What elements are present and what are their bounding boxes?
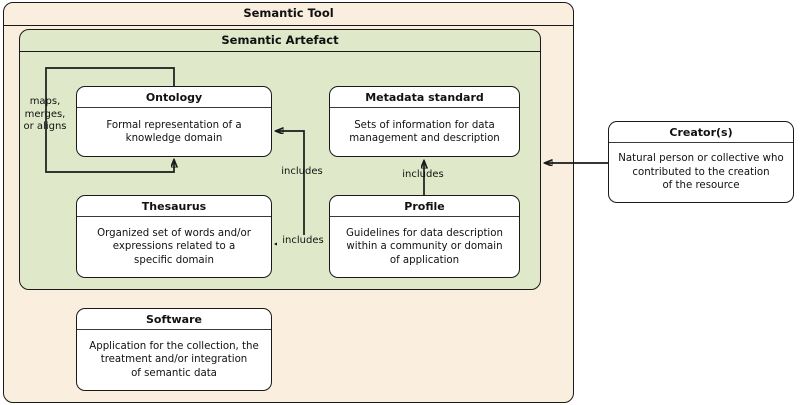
node-creator-title: Creator(s) <box>609 122 793 143</box>
node-software-title: Software <box>77 309 271 330</box>
edge-label-includes-metadata: includes <box>402 169 444 180</box>
container-semantic-artefact-title: Semantic Artefact <box>20 30 540 52</box>
node-ontology-title: Ontology <box>77 87 271 108</box>
container-semantic-tool-title: Semantic Tool <box>4 3 573 26</box>
node-creator-description: Natural person or collective who contrib… <box>618 153 784 192</box>
node-thesaurus[interactable]: Thesaurus Organized set of words and/or … <box>76 195 272 278</box>
edge-label-maps-merges-or-aligns: maps, merges, or aligns <box>23 96 67 132</box>
node-software[interactable]: Software Application for the collection,… <box>76 308 272 391</box>
node-profile[interactable]: Profile Guidelines for data description … <box>329 195 520 278</box>
node-metadata-standard[interactable]: Metadata standard Sets of information fo… <box>329 86 520 157</box>
node-creator[interactable]: Creator(s) Natural person or collective … <box>608 121 794 203</box>
node-thesaurus-title: Thesaurus <box>77 196 271 217</box>
edge-label-includes-ontology: includes <box>281 166 323 177</box>
edge-label-includes-thesaurus: includes <box>277 235 329 248</box>
node-metadata-standard-description: Sets of information for data management … <box>349 119 500 144</box>
node-profile-title: Profile <box>330 196 519 217</box>
node-ontology-description: Formal representation of a knowledge dom… <box>106 119 242 144</box>
node-metadata-standard-title: Metadata standard <box>330 87 519 108</box>
node-thesaurus-description: Organized set of words and/or expression… <box>97 227 251 266</box>
node-profile-description: Guidelines for data description within a… <box>346 227 503 266</box>
node-software-description: Application for the collection, the trea… <box>89 340 259 379</box>
node-ontology[interactable]: Ontology Formal representation of a know… <box>76 86 272 157</box>
